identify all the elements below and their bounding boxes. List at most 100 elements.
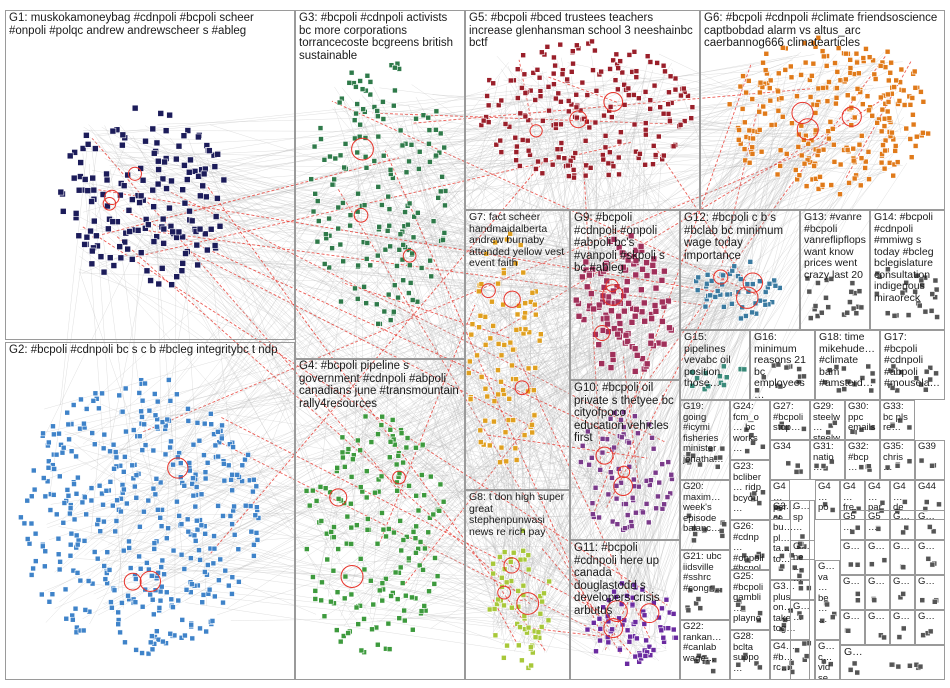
group-box-g26[interactable]: G26: #cdnp… #onpoli #bcpol… <box>730 520 770 570</box>
group-box-g33[interactable]: G33: bc pls re… <box>880 400 915 440</box>
node <box>196 225 204 233</box>
group-box-g56[interactable]: G… <box>865 540 890 575</box>
group-box-g5[interactable]: G5: #bcpoli #bced trustees teachers incr… <box>465 10 700 210</box>
edge <box>82 141 378 274</box>
edge <box>376 619 634 660</box>
edge <box>602 74 658 655</box>
edge <box>82 165 418 445</box>
group-box-g41[interactable]: G4… po… <box>815 480 840 520</box>
group-box-g4[interactable]: G4: #bcpoli pipeline s government #cdnpo… <box>295 358 465 680</box>
group-box-g63[interactable]: G… <box>840 610 865 645</box>
node <box>81 241 88 248</box>
group-box-g6[interactable]: G6: #bcpoli #cdnpoli #climate friendsosc… <box>700 10 945 210</box>
group-box-g8[interactable]: G8: t don high super great stephenpunwas… <box>465 490 570 680</box>
group-box-g62[interactable]: G… <box>915 575 945 610</box>
edge <box>416 171 534 304</box>
edge <box>342 282 510 339</box>
edge <box>417 116 601 246</box>
group-box-g14[interactable]: G14: #bcpoli #cdnpoli #mmiwg s today #bc… <box>870 210 945 330</box>
edge <box>78 246 503 558</box>
node <box>71 149 78 156</box>
edge <box>210 208 521 580</box>
group-box-g1[interactable]: G1: muskokamoneybag #cdnpoli #bcpoli sch… <box>5 10 295 340</box>
group-box-g30[interactable]: G30: ppc emails… <box>845 400 880 440</box>
group-box-g15[interactable]: G15: pipelines vevabc oil position those… <box>680 330 750 400</box>
edge <box>123 547 603 620</box>
group-box-g17[interactable]: G17: #bcpoli #cdnpoli #abpoli #mousela… <box>880 330 945 400</box>
group-box-g51[interactable]: G5… <box>840 510 865 540</box>
group-box-g40[interactable]: G4… per ce… <box>770 480 790 520</box>
group-box-g61[interactable]: G… <box>890 575 915 610</box>
edge <box>338 94 548 223</box>
node <box>199 599 206 606</box>
group-box-g27[interactable]: G27: #bcpoli stop… <box>770 400 810 440</box>
edge <box>178 246 658 596</box>
group-box-g35[interactable]: G35: chris… <box>880 440 915 480</box>
edge <box>206 456 603 633</box>
group-box-g13[interactable]: G13: #vanre #bcpoli vanreflipflops want … <box>800 210 870 330</box>
group-box-g57[interactable]: G… <box>890 540 915 575</box>
group-label: G28: bclta suppo… <box>733 632 759 674</box>
group-box-g66[interactable]: G… <box>915 610 945 645</box>
group-box-g49[interactable]: G… c… vid se… <box>815 640 840 680</box>
edge <box>489 320 523 576</box>
group-box-g52[interactable]: G5… <box>865 510 890 540</box>
edge <box>121 560 397 576</box>
group-box-g29[interactable]: G29: steelw… steelw… <box>810 400 845 440</box>
group-box-g67[interactable]: G… <box>840 645 945 680</box>
edge <box>534 265 592 298</box>
group-box-g10[interactable]: G10: #bcpoli oil private s thetyee bc ci… <box>570 380 680 540</box>
node <box>103 170 110 178</box>
node <box>117 191 124 199</box>
group-box-g39[interactable]: G39 <box>915 440 945 480</box>
group-box-g22[interactable]: G22: rankan… #canlab wage… <box>680 620 730 680</box>
edge <box>728 93 837 273</box>
group-box-g23[interactable]: G23: bcliber… ridp bcyou… <box>730 460 770 520</box>
group-box-g34[interactable]: G34 <box>770 440 810 480</box>
edge <box>162 247 344 538</box>
group-box-g58[interactable]: G… <box>915 540 945 575</box>
edge <box>637 292 705 610</box>
group-box-g32[interactable]: G32: #bcp… <box>845 440 880 480</box>
group-box-g47[interactable]: G… ne… … <box>790 540 815 600</box>
group-box-g9[interactable]: G9: #bcpoli #cdnpoli #onpoli #abpoli bc'… <box>570 210 680 380</box>
group-box-g28[interactable]: G28: bclta suppo… <box>730 630 770 680</box>
group-box-g25[interactable]: G25: #bcpoli gambli… playno… <box>730 570 770 630</box>
group-box-g53[interactable]: G… <box>890 510 915 540</box>
group-label: G9: #bcpoli #cdnpoli #onpoli #abpoli bc'… <box>574 212 668 274</box>
edge <box>147 251 596 266</box>
edge <box>148 132 403 452</box>
group-box-g50[interactable]: G… … <box>790 600 815 680</box>
group-box-g54[interactable]: G… <box>915 510 945 540</box>
group-box-g2[interactable]: G2: #bcpoli #cdnpoli bc s c b #bcleg int… <box>5 342 295 680</box>
group-box-g31[interactable]: G31: natio… <box>810 440 845 480</box>
group-box-g12[interactable]: G12: #bcpoli c b s #bclab bc minimum wag… <box>680 210 800 330</box>
group-box-g60[interactable]: G… <box>865 575 890 610</box>
group-box-g19[interactable]: G19: going #icymi fisheries minister jon… <box>680 400 730 480</box>
group-box-g65[interactable]: G… <box>890 610 915 645</box>
node <box>206 147 213 154</box>
edge <box>544 137 615 637</box>
group-label: G… <box>893 612 910 622</box>
node <box>168 177 175 185</box>
group-box-g64[interactable]: G… <box>865 610 890 645</box>
group-box-g16[interactable]: G16: minimum reasons 21 bc employees… <box>750 330 815 400</box>
group-box-g7[interactable]: G7: fact scheer handmaidalberta andrew b… <box>465 210 570 490</box>
group-label: G1: muskokamoneybag #cdnpoli #bcpoli sch… <box>9 12 258 37</box>
group-box-g3[interactable]: G3: #bcpoli #cdnpoli activists bc more c… <box>295 10 465 360</box>
edge <box>751 112 760 277</box>
group-box-g18[interactable]: G18: time mikehude… #climate bam #amster… <box>815 330 880 400</box>
group-box-g55[interactable]: G… <box>840 540 865 575</box>
node <box>89 174 97 182</box>
group-box-g21[interactable]: G21: ubc iidsville #sshrc #congr… <box>680 550 730 620</box>
edge <box>73 291 772 545</box>
group-box-g48[interactable]: G… va… be… … <box>815 560 840 640</box>
edge <box>589 285 616 489</box>
group-box-g11[interactable]: G11: #bcpoli #cdnpoli here up canada dou… <box>570 540 680 680</box>
group-box-g59[interactable]: G… <box>840 575 865 610</box>
group-box-g24[interactable]: G24: fcm_o… bc works… <box>730 400 770 460</box>
group-box-g20[interactable]: G20: maxim… week's episode balanc… <box>680 480 730 550</box>
edge <box>414 109 503 518</box>
node <box>187 156 194 164</box>
